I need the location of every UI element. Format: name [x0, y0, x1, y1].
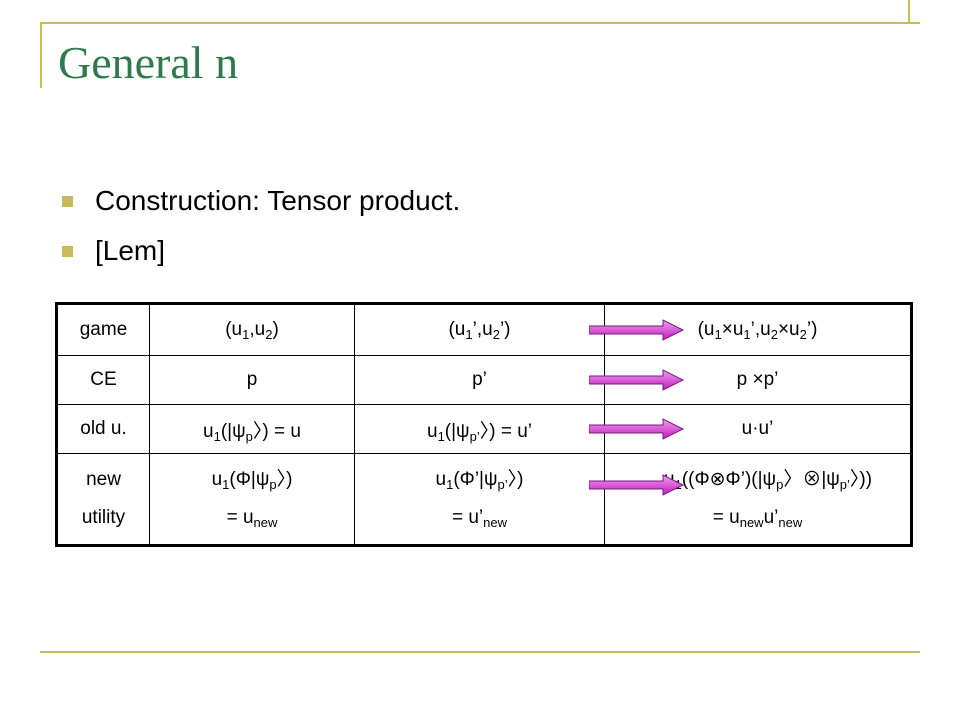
slide-title: General n — [58, 37, 239, 88]
cell-game-1: (u1,u2) — [149, 303, 355, 356]
cell-newu-product: u1((Φ⊗Φ’)(|ψp〉⊗|ψp’〉))= unewu’new — [589, 453, 912, 546]
cell-text: p ×p’ — [736, 369, 779, 390]
cell-ce-1: p — [149, 355, 355, 405]
cell-text: u·u’ — [741, 418, 774, 439]
frame-right-tick — [908, 0, 910, 22]
bullet-square-icon — [62, 195, 73, 207]
cell-oldu-2: u1(|ψp’〉) = u’ — [354, 404, 605, 454]
cell-ce-product: p ×p’ — [589, 355, 912, 405]
table-row: old u. u1(|ψp〉) = u u1(|ψp’〉) = u’ u·u’ — [56, 404, 912, 454]
cell-oldu-1: u1(|ψp〉) = u — [149, 404, 355, 454]
cell-ce-2: p’ — [354, 355, 605, 405]
comparison-table: game (u1,u2) (u1’,u2’) (u1×u1’,u2×u2’) C… — [55, 302, 913, 547]
arrow-icon — [589, 418, 685, 440]
frame-left-line — [40, 22, 42, 88]
table-row: CE p p’ p ×p’ — [56, 355, 912, 405]
bullet-item: [Lem] — [62, 228, 460, 274]
frame-top-line — [40, 22, 920, 24]
bullet-text: Construction: Tensor product. — [95, 185, 461, 216]
frame-bottom-line — [40, 651, 920, 653]
bullet-text: [Lem] — [95, 235, 166, 266]
table-row: game (u1,u2) (u1’,u2’) (u1×u1’,u2×u2’) — [56, 303, 912, 356]
cell-oldu-product: u·u’ — [589, 404, 912, 454]
cell-game-2: (u1’,u2’) — [354, 303, 605, 356]
arrow-icon — [589, 319, 685, 341]
arrow-icon — [589, 369, 685, 391]
row-label: game — [56, 303, 150, 356]
cell-game-product: (u1×u1’,u2×u2’) — [589, 303, 912, 356]
bullet-item: Construction: Tensor product. — [62, 178, 460, 224]
bullet-square-icon — [62, 245, 73, 257]
arrow-icon — [589, 473, 685, 496]
cell-newu-1: u1(Φ|ψp〉)= unew — [149, 453, 355, 546]
row-label: CE — [56, 355, 150, 405]
row-label: old u. — [56, 404, 150, 454]
bullet-list: Construction: Tensor product. [Lem] — [62, 178, 460, 278]
cell-newu-2: u1(Φ’|ψp’〉)= u’new — [354, 453, 605, 546]
